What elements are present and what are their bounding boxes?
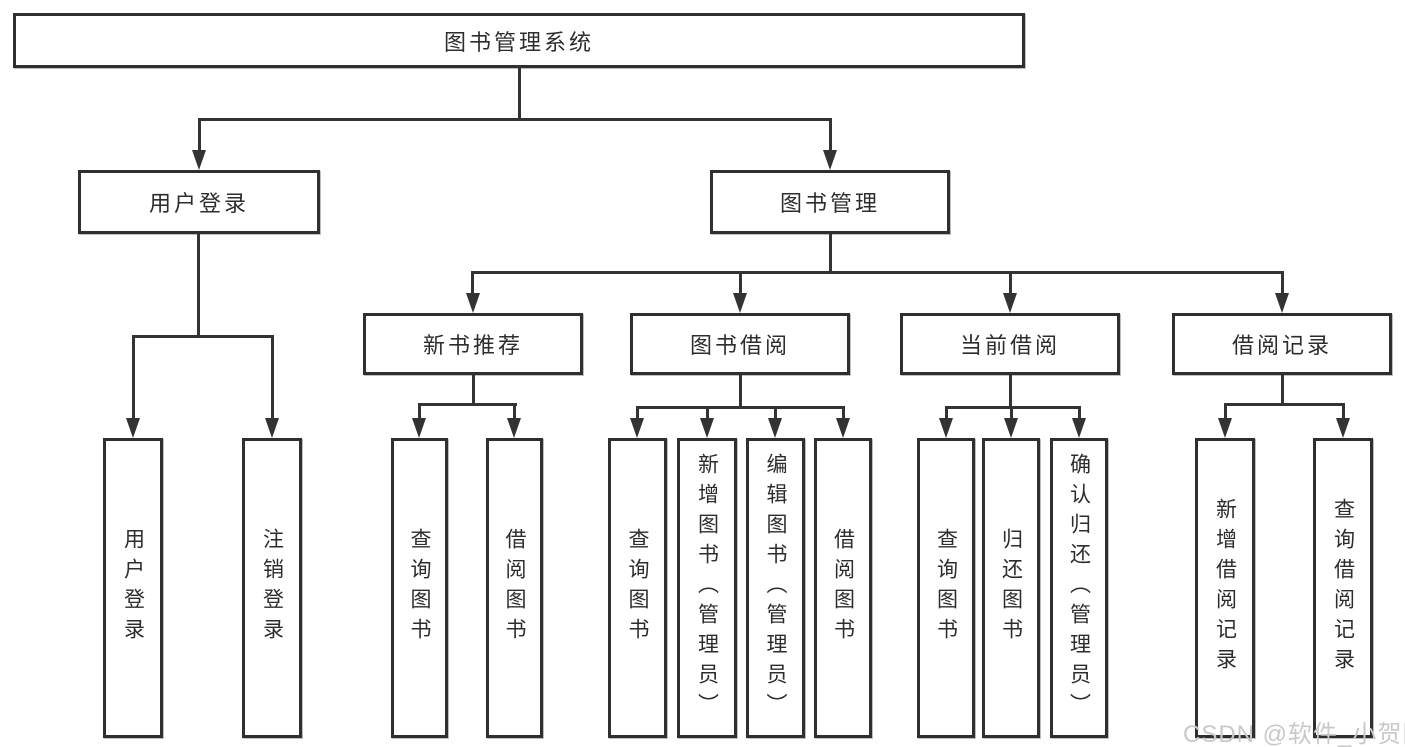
- node-root-label: 图书管理系统: [443, 29, 594, 55]
- connector-line: [418, 403, 517, 406]
- node-book-borrow-label: 图书借阅: [689, 333, 790, 358]
- connector-line: [636, 406, 845, 409]
- leaf-query-borrow-record-label: 查询借阅记录: [1331, 498, 1355, 678]
- connector-line: [1009, 375, 1012, 409]
- leaf-user-login: 用户登录: [103, 438, 163, 738]
- connector-line: [518, 66, 521, 120]
- connector-line: [945, 406, 948, 422]
- arrow-down-icon: [733, 293, 747, 313]
- node-book-management-label: 图书管理: [779, 191, 880, 216]
- connector-line: [513, 403, 516, 422]
- connector-line: [1224, 403, 1227, 422]
- connector-line: [739, 271, 742, 299]
- connector-line: [197, 234, 200, 338]
- leaf-return-books: 归还图书: [982, 438, 1040, 738]
- leaf-query-books-borrow-label: 查询图书: [626, 528, 649, 648]
- node-current-borrow: 当前借阅: [900, 313, 1120, 375]
- connector-line: [1224, 403, 1345, 406]
- node-book-management: 图书管理: [710, 170, 950, 234]
- leaf-edit-book-admin: 编辑图书（管理员）: [746, 438, 805, 738]
- connector-line: [418, 403, 421, 422]
- leaf-borrow-books-recommend: 借阅图书: [486, 438, 543, 738]
- arrow-down-icon: [1275, 293, 1289, 313]
- connector-line: [132, 335, 135, 422]
- connector-line: [472, 375, 475, 406]
- csdn-watermark: CSDN @软件_小贺同学: [1183, 721, 1405, 747]
- leaf-logout-login-label: 注销登录: [260, 528, 284, 648]
- connector-line: [706, 406, 709, 422]
- leaf-return-books-label: 归还图书: [999, 528, 1023, 648]
- arrow-down-icon: [412, 418, 426, 438]
- connector-line: [739, 375, 742, 409]
- leaf-query-books-current-label: 查询图书: [934, 528, 958, 648]
- node-borrow-records: 借阅记录: [1172, 313, 1392, 375]
- leaf-query-books-recommend: 查询图书: [391, 438, 448, 738]
- leaf-add-book-admin-label: 新增图书（管理员）: [695, 453, 719, 723]
- node-new-book-recommend: 新书推荐: [363, 313, 583, 375]
- connector-line: [1009, 271, 1012, 299]
- arrow-down-icon: [126, 418, 140, 438]
- arrow-down-icon: [507, 418, 521, 438]
- leaf-query-books-current: 查询图书: [917, 438, 975, 738]
- node-user-login: 用户登录: [78, 170, 320, 234]
- connector-line: [271, 335, 274, 422]
- node-book-borrow: 图书借阅: [630, 313, 850, 375]
- arrow-down-icon: [823, 150, 837, 170]
- leaf-logout-login: 注销登录: [242, 438, 302, 738]
- connector-line: [829, 118, 832, 154]
- connector-line: [198, 118, 201, 154]
- connector-line: [471, 271, 1284, 274]
- connector-line: [842, 406, 845, 422]
- node-new-book-recommend-label: 新书推荐: [422, 333, 523, 358]
- arrow-down-icon: [836, 418, 850, 438]
- connector-line: [636, 406, 639, 422]
- leaf-user-login-label: 用户登录: [121, 528, 145, 648]
- arrow-down-icon: [630, 418, 644, 438]
- node-user-login-label: 用户登录: [148, 191, 249, 216]
- connector-line: [1281, 271, 1284, 299]
- leaf-add-borrow-record: 新增借阅记录: [1195, 438, 1255, 738]
- connector-line: [1010, 406, 1013, 422]
- arrow-down-icon: [1218, 418, 1232, 438]
- arrow-down-icon: [768, 418, 782, 438]
- connector-line: [945, 406, 1081, 409]
- connector-line: [198, 118, 831, 121]
- connector-line: [132, 335, 274, 338]
- connector-line: [1342, 403, 1345, 422]
- arrow-down-icon: [1003, 293, 1017, 313]
- arrow-down-icon: [192, 150, 206, 170]
- node-borrow-records-label: 借阅记录: [1231, 333, 1332, 358]
- leaf-query-books-borrow: 查询图书: [608, 438, 667, 738]
- node-current-borrow-label: 当前借阅: [959, 333, 1060, 358]
- connector-line: [774, 406, 777, 422]
- leaf-add-book-admin: 新增图书（管理员）: [677, 438, 737, 738]
- connector-line: [1281, 375, 1284, 406]
- arrow-down-icon: [1072, 418, 1086, 438]
- connector-line: [471, 271, 474, 299]
- connector-line: [829, 234, 832, 274]
- leaf-query-books-recommend-label: 查询图书: [408, 528, 431, 648]
- connector-line: [1078, 406, 1081, 422]
- leaf-confirm-return-admin-label: 确认归还（管理员）: [1067, 453, 1091, 723]
- leaf-confirm-return-admin: 确认归还（管理员）: [1050, 438, 1108, 738]
- arrow-down-icon: [1336, 418, 1350, 438]
- leaf-add-borrow-record-label: 新增借阅记录: [1213, 498, 1237, 678]
- arrow-down-icon: [1004, 418, 1018, 438]
- leaf-edit-book-admin-label: 编辑图书（管理员）: [764, 453, 787, 723]
- leaf-borrow-books: 借阅图书: [814, 438, 872, 738]
- node-root: 图书管理系统: [13, 13, 1025, 68]
- leaf-query-borrow-record: 查询借阅记录: [1313, 438, 1373, 738]
- arrow-down-icon: [466, 293, 480, 313]
- arrow-down-icon: [700, 418, 714, 438]
- arrow-down-icon: [265, 418, 279, 438]
- leaf-borrow-books-label: 借阅图书: [831, 528, 855, 648]
- leaf-borrow-books-recommend-label: 借阅图书: [503, 528, 526, 648]
- arrow-down-icon: [939, 418, 953, 438]
